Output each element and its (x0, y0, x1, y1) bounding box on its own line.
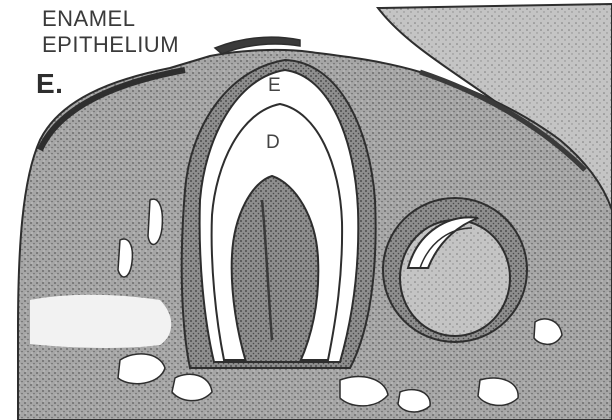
panel-letter: E. (36, 70, 63, 98)
dentin-label: D (266, 133, 280, 152)
secondary-germ (400, 220, 510, 336)
pale-region (30, 295, 171, 348)
enamel-label: E (268, 76, 281, 95)
title-line-enamel: ENAMEL (42, 8, 135, 30)
title-line-epithelium: EPITHELIUM (42, 34, 179, 56)
